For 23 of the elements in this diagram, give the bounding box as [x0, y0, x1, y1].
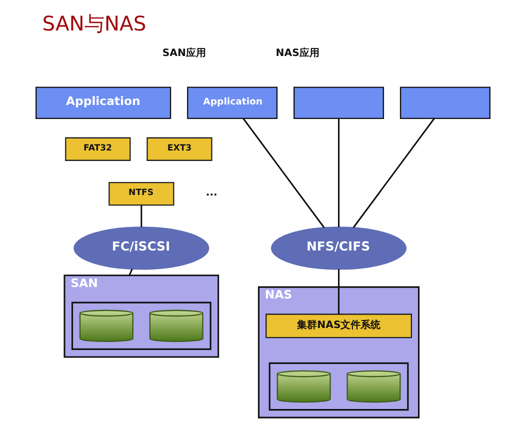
label: ...	[206, 188, 218, 199]
node-ellipse: FC/iSCSI	[74, 226, 210, 270]
node-box	[400, 86, 490, 120]
label: SAN应用	[162, 48, 206, 59]
node-box: Application	[36, 86, 172, 120]
connector	[352, 118, 435, 228]
connector	[140, 205, 142, 228]
node-box: NTFS	[108, 182, 174, 206]
cluster: SAN	[64, 274, 220, 358]
cluster	[71, 302, 212, 350]
node-box: 集群NAS文件系统	[266, 314, 412, 338]
node-box: EXT3	[146, 137, 212, 161]
label: NAS应用	[276, 48, 320, 59]
connector	[338, 269, 340, 314]
connector	[128, 268, 133, 276]
node-box	[294, 86, 384, 120]
cluster	[268, 362, 409, 411]
node-box: FAT32	[65, 137, 131, 161]
connector	[338, 118, 340, 228]
connector	[242, 118, 325, 228]
diagram-title: SAN与NAS	[42, 11, 146, 36]
node-box: Application	[187, 86, 278, 120]
node-ellipse: NFS/CIFS	[270, 226, 407, 270]
